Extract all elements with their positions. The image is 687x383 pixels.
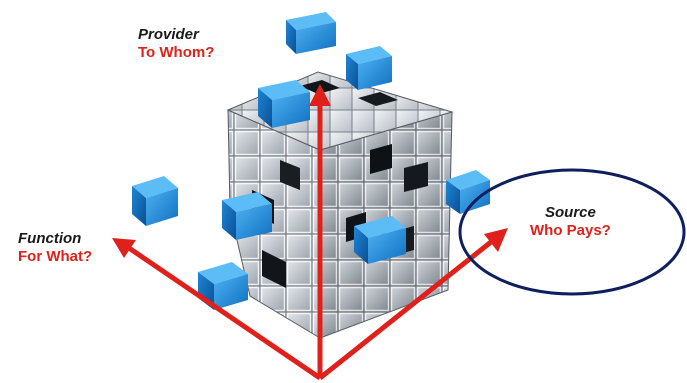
source-name: Source (545, 204, 596, 221)
blue-cube-top-right-high (286, 12, 336, 54)
function-name: Function (18, 230, 82, 247)
blue-cube-on-top (258, 80, 310, 128)
provider-label: Provider To Whom? (138, 26, 214, 62)
source-question: Who Pays? (530, 222, 611, 239)
blue-cube-right-face (354, 216, 406, 264)
blue-cube-top-right-low (346, 46, 392, 90)
function-question: For What? (18, 248, 93, 265)
function-arrowhead (112, 238, 136, 258)
provider-arrowhead (309, 84, 331, 106)
provider-name: Provider (138, 26, 199, 43)
function-axis-arrow (124, 243, 322, 381)
source-label: Source Who Pays? (530, 204, 611, 240)
blue-cube-left-face (222, 192, 272, 240)
axis-arrows (112, 84, 508, 381)
source-arrowhead (484, 228, 508, 252)
source-axis-arrow (318, 236, 498, 380)
blue-cube-right-float (446, 170, 490, 214)
function-label: Function For What? (18, 230, 92, 266)
blue-cube-left-float (132, 176, 178, 226)
source-highlight-ellipse (458, 168, 686, 296)
provider-question: To Whom? (138, 44, 215, 61)
